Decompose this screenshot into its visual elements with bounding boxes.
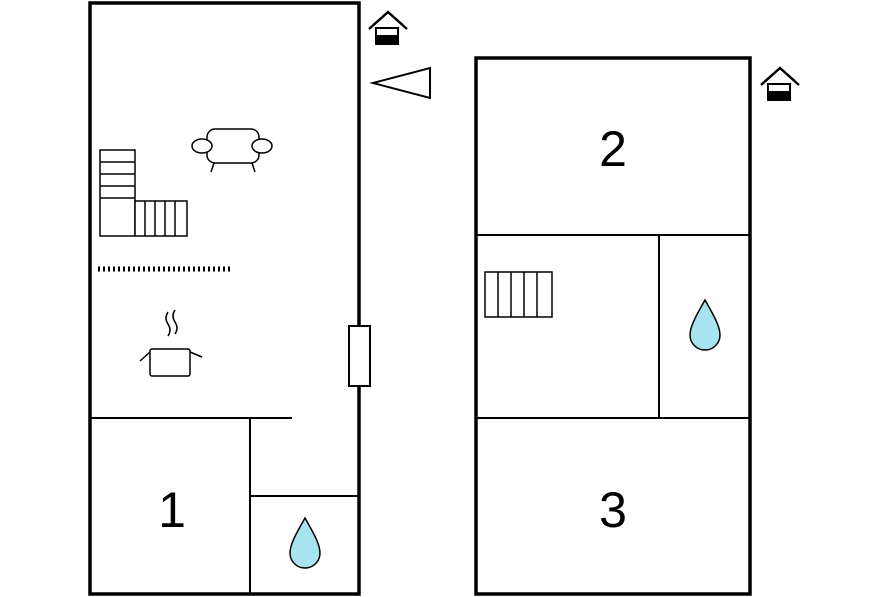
staircase-icon <box>484 271 553 318</box>
ground-floor <box>88 1 361 596</box>
room-1-number: 1 <box>158 482 186 538</box>
ground-floor-outer-wall <box>88 1 361 596</box>
water-drop-icon <box>689 298 721 351</box>
upper-floor-outer-wall <box>474 56 752 596</box>
side-door <box>348 325 371 387</box>
staircase-icon <box>99 149 188 237</box>
water-drop-icon <box>289 516 321 569</box>
sofa-icon <box>191 128 273 173</box>
cooking-pot-icon <box>139 309 203 377</box>
room-3-number: 3 <box>599 482 627 538</box>
triangle-pointer-icon <box>369 66 431 100</box>
upper-floor <box>474 56 752 596</box>
house-entrance-icon <box>760 66 800 101</box>
room-2-number: 2 <box>599 121 627 177</box>
house-entrance-icon <box>368 10 408 45</box>
